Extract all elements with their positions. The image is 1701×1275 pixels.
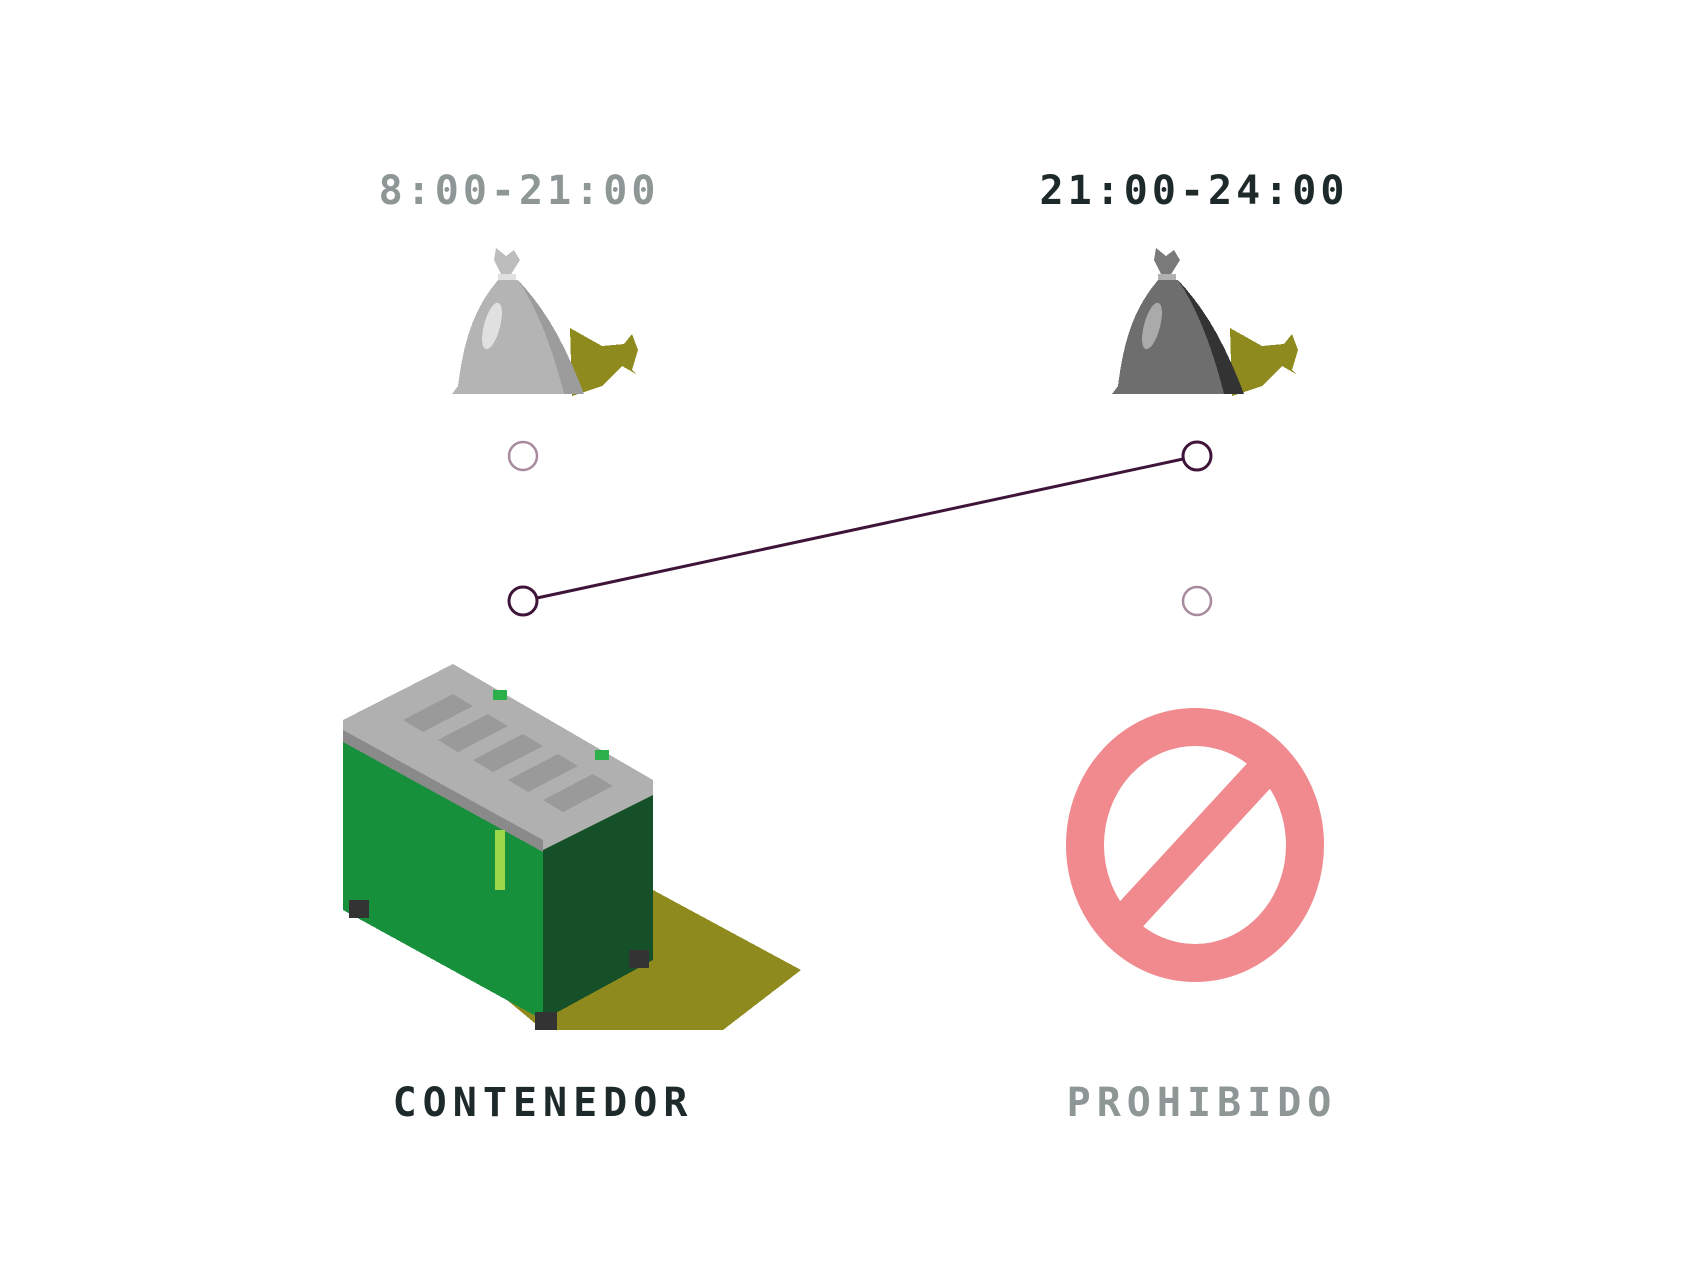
node-day-inactive bbox=[507, 440, 539, 472]
node-forbidden-inactive bbox=[1181, 585, 1213, 617]
dumpster-icon bbox=[343, 664, 801, 1030]
time-label-night: 21:00-24:00 bbox=[1039, 168, 1349, 214]
dark-trash-bag-icon bbox=[1112, 248, 1298, 396]
prohibited-icon bbox=[1066, 708, 1324, 982]
node-night-active bbox=[1181, 440, 1213, 472]
destination-label-forbidden: PROHIBIDO bbox=[1066, 1080, 1338, 1126]
node-container-active bbox=[507, 585, 539, 617]
connection-line bbox=[522, 454, 1198, 603]
destination-label-container: CONTENEDOR bbox=[392, 1080, 694, 1126]
light-trash-bag-icon bbox=[452, 248, 638, 396]
time-label-day: 8:00-21:00 bbox=[378, 168, 660, 214]
